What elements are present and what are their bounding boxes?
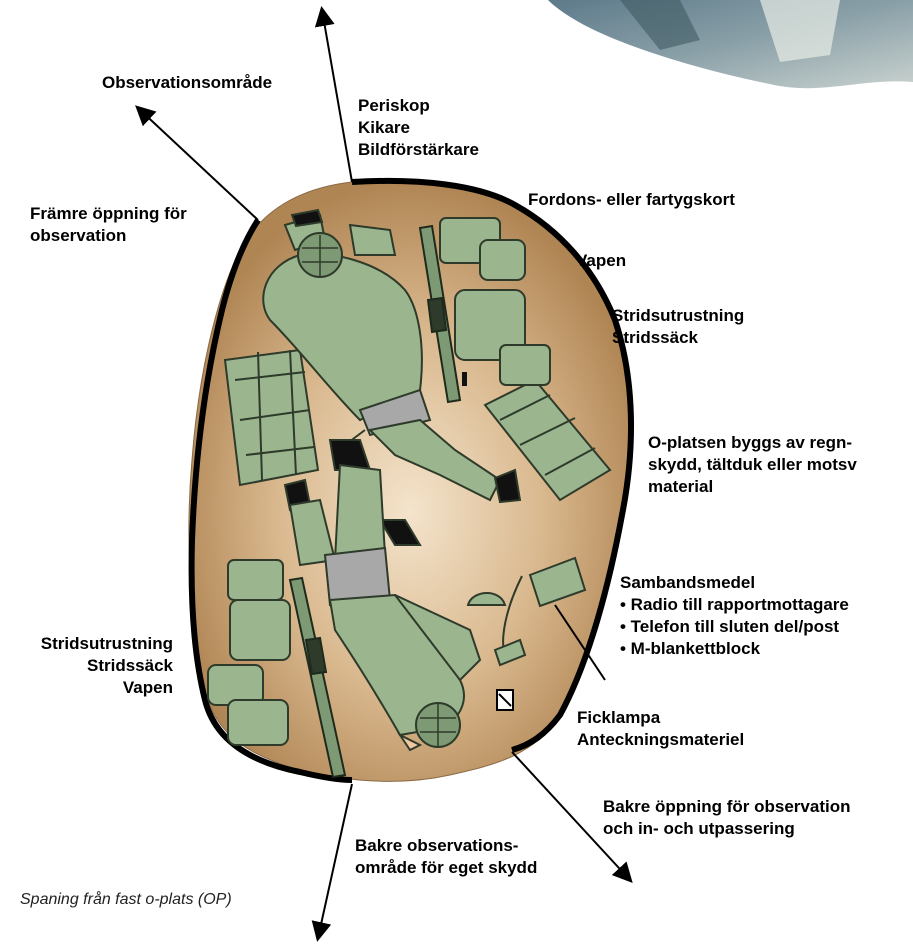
- label-comms-blank-pad: • M-blankettblock: [620, 638, 849, 660]
- label-construction: O-platsen byggs av regn- skydd, tältduk …: [648, 432, 857, 498]
- arrow-optics-up: [322, 10, 352, 182]
- label-rear-opening: Bakre öppning för observation och in- oc…: [603, 796, 850, 840]
- label-comms-title: Sambandsmedel: [620, 572, 849, 594]
- label-combat-gear: Stridsutrustning Stridssäck: [612, 305, 744, 349]
- label-comms: Sambandsmedel • Radio till rapportmottag…: [620, 572, 849, 660]
- label-weapon: Vapen: [576, 250, 626, 272]
- figure-caption: Spaning från fast o-plats (OP): [20, 891, 232, 909]
- flashlight-icon: [462, 372, 467, 386]
- label-comms-radio: • Radio till rapportmottagare: [620, 594, 849, 616]
- notebook-icon: [497, 690, 513, 710]
- label-optics-periscope: Periskop: [358, 95, 479, 117]
- label-map: Fordons- eller fartygskort: [528, 189, 735, 211]
- label-optics-binoculars: Kikare: [358, 117, 479, 139]
- label-observation-area: Observationsområde: [102, 72, 272, 94]
- label-comms-telephone: • Telefon till sluten del/post: [620, 616, 849, 638]
- decorative-photo-fragment: [548, 0, 913, 88]
- label-left-gear: Stridsutrustning Stridssäck Vapen: [5, 633, 173, 699]
- arrow-rear-area: [318, 784, 352, 938]
- label-light-notes: Ficklampa Anteckningsmateriel: [577, 707, 744, 751]
- label-front-opening: Främre öppning för observation: [30, 203, 187, 247]
- label-optics-image-intensifier: Bildförstärkare: [358, 139, 479, 161]
- label-rear-area: Bakre observations- område för eget skyd…: [355, 835, 537, 879]
- label-optics: Periskop Kikare Bildförstärkare: [358, 95, 479, 161]
